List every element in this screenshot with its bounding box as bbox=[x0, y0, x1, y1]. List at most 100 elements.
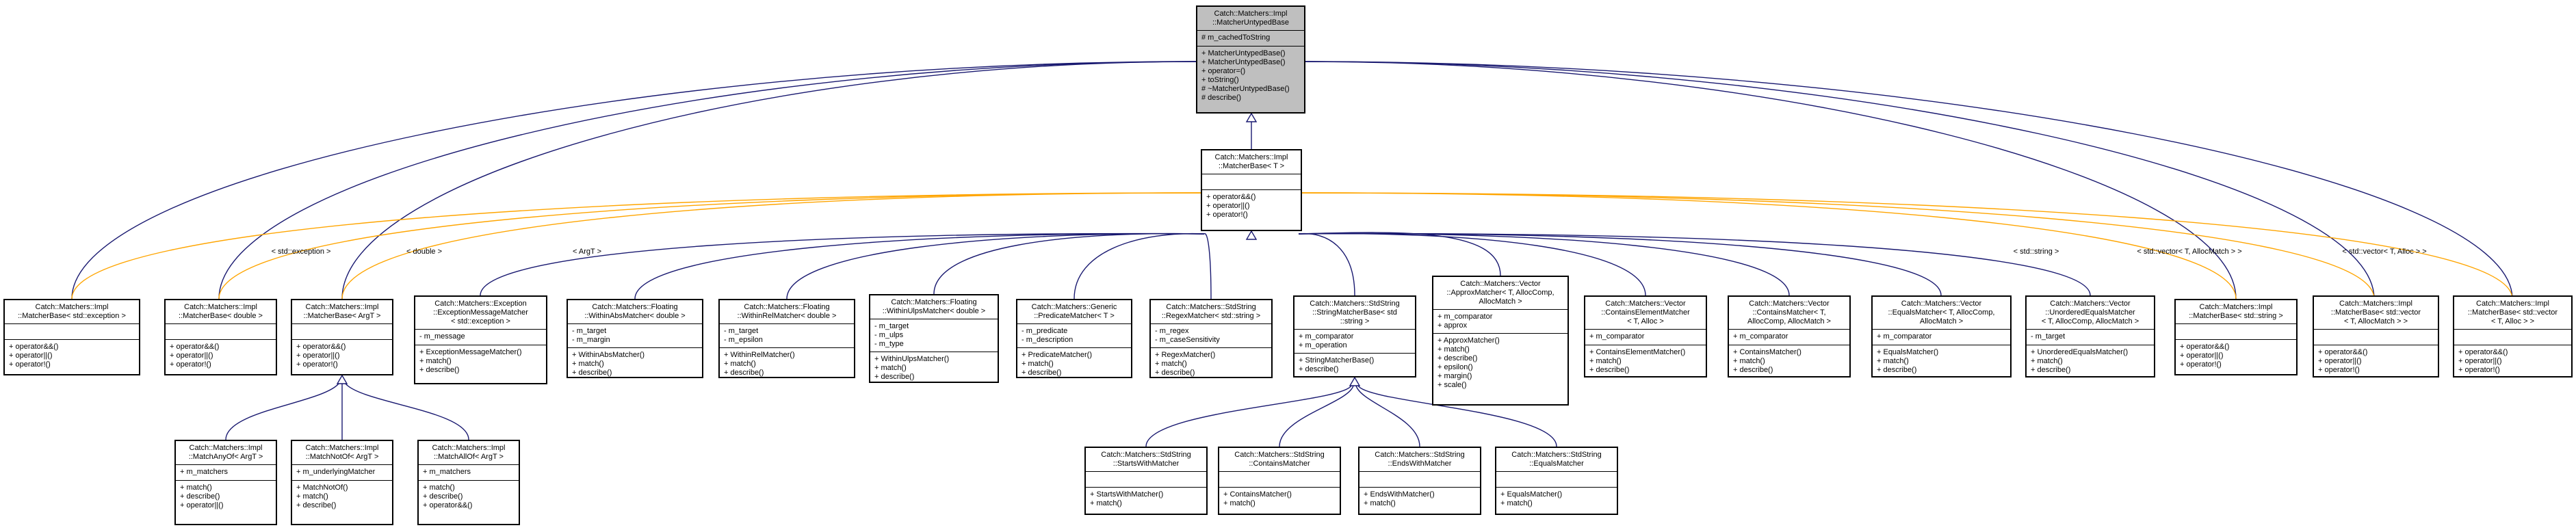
edge-to-base-7 bbox=[1298, 232, 1501, 276]
class-matcher-base-std-string[interactable]: Catch::Matchers::Impl ::MatcherBase< std… bbox=[2174, 299, 2298, 375]
method: + describe() bbox=[1877, 366, 1917, 374]
methods-section: + operator&&() + operator||() + operator… bbox=[2176, 339, 2296, 372]
method: + ContainsMatcher() bbox=[1223, 490, 1292, 499]
edge-to-untyped-4 bbox=[1305, 61, 2375, 300]
method: + operator||() bbox=[9, 352, 53, 360]
class-vector-equals-matcher[interactable]: Catch::Matchers::Vector ::EqualsMatcher<… bbox=[1871, 295, 2012, 377]
methods-section: + match() + describe() + operator||() bbox=[176, 480, 276, 513]
attributes-section bbox=[2454, 329, 2571, 345]
method: + describe() bbox=[419, 366, 460, 374]
class-vector-contains-matcher[interactable]: Catch::Matchers::Vector ::ContainsMatche… bbox=[1728, 295, 1851, 377]
class-within-abs-matcher[interactable]: Catch::Matchers::Floating ::WithinAbsMat… bbox=[567, 299, 703, 378]
class-matcher-base-argt[interactable]: Catch::Matchers::Impl ::MatcherBase< Arg… bbox=[291, 299, 393, 375]
methods-section: + EqualsMatcher() + match() bbox=[1496, 487, 1617, 511]
edge-anyof bbox=[225, 383, 339, 440]
method: + WithinRelMatcher() bbox=[724, 351, 795, 359]
method: + match() bbox=[423, 483, 455, 492]
class-matcher-base-vector-alloc[interactable]: Catch::Matchers::Impl ::MatcherBase< std… bbox=[2453, 295, 2573, 377]
method: + operator!() bbox=[9, 360, 51, 369]
method: + operator!() bbox=[1206, 211, 1248, 219]
class-string-equals-matcher[interactable]: Catch::Matchers::StdString ::EqualsMatch… bbox=[1495, 447, 1618, 515]
edge-to-base-3 bbox=[933, 233, 1205, 295]
methods-section: + WithinAbsMatcher() + match() + describ… bbox=[568, 347, 702, 380]
method: # ~MatcherUntypedBase() bbox=[1201, 85, 1290, 93]
class-title: Catch::Matchers::Impl ::MatchNotOf< ArgT… bbox=[305, 444, 379, 461]
method: + EqualsMatcher() bbox=[1500, 490, 1563, 499]
attributes-section: + m_comparator bbox=[1585, 329, 1706, 345]
method: + operator&&() bbox=[170, 343, 220, 351]
method: + describe() bbox=[1022, 369, 1062, 377]
attribute: - m_target bbox=[724, 327, 759, 335]
edge-to-base-11 bbox=[1298, 233, 2091, 296]
attributes-section: - m_target - m_margin bbox=[568, 323, 702, 347]
attribute: - m_description bbox=[1022, 336, 1074, 344]
method: + epsilon() bbox=[1437, 363, 1473, 371]
method: + describe() bbox=[1155, 369, 1195, 377]
attributes-section: + m_matchers bbox=[176, 464, 276, 480]
method: + WithinUlpsMatcher() bbox=[874, 355, 950, 363]
class-matcher-base-t[interactable]: Catch::Matchers::Impl ::MatcherBase< T >… bbox=[1201, 149, 1302, 231]
edge-to-untyped-3 bbox=[1305, 61, 2237, 300]
class-exception-message-matcher[interactable]: Catch::Matchers::Exception ::ExceptionMe… bbox=[414, 295, 547, 384]
class-matcher-base-double[interactable]: Catch::Matchers::Impl ::MatcherBase< dou… bbox=[164, 299, 277, 375]
class-within-ulps-matcher[interactable]: Catch::Matchers::Floating ::WithinUlpsMa… bbox=[869, 294, 999, 383]
methods-section: + RegexMatcher() + match() + describe() bbox=[1151, 347, 1271, 380]
method: + describe() bbox=[423, 492, 463, 501]
edge-allof bbox=[345, 383, 469, 440]
class-unordered-equals-matcher[interactable]: Catch::Matchers::Vector ::UnorderedEqual… bbox=[2025, 295, 2155, 377]
attributes-section bbox=[292, 323, 392, 339]
class-match-not-of[interactable]: Catch::Matchers::Impl ::MatchNotOf< ArgT… bbox=[291, 440, 393, 525]
method: + operator&&() bbox=[2180, 343, 2230, 351]
edge-to-untyped-0 bbox=[71, 61, 1197, 300]
class-match-all-of[interactable]: Catch::Matchers::Impl ::MatchAllOf< ArgT… bbox=[417, 440, 520, 525]
edge-label-std-exception: < std::exception > bbox=[271, 248, 331, 256]
class-title: Catch::Matchers::StdString ::EndsWithMat… bbox=[1375, 451, 1465, 468]
method: + describe() bbox=[180, 492, 220, 501]
class-within-rel-matcher[interactable]: Catch::Matchers::Floating ::WithinRelMat… bbox=[718, 299, 855, 378]
method: + StartsWithMatcher() bbox=[1090, 490, 1164, 499]
edge-to-base-0 bbox=[480, 233, 1205, 296]
template-edge-2 bbox=[341, 192, 1201, 300]
attribute: - m_target bbox=[572, 327, 607, 335]
class-title: Catch::Matchers::StdString ::EqualsMatch… bbox=[1511, 451, 1602, 468]
class-title: Catch::Matchers::Vector ::EqualsMatcher<… bbox=[1888, 300, 1995, 326]
class-starts-with-matcher[interactable]: Catch::Matchers::StdString ::StartsWithM… bbox=[1084, 447, 1208, 515]
edge-startswith bbox=[1145, 385, 1352, 447]
method: + ContainsMatcher() bbox=[1733, 348, 1801, 356]
method: + operator!() bbox=[2180, 360, 2222, 369]
method: + operator!() bbox=[2318, 366, 2360, 374]
class-approx-matcher[interactable]: Catch::Matchers::Vector ::ApproxMatcher<… bbox=[1432, 276, 1569, 406]
method: + describe() bbox=[1299, 365, 1339, 373]
class-matcher-base-vector-alloc-match[interactable]: Catch::Matchers::Impl ::MatcherBase< std… bbox=[2313, 295, 2439, 377]
method: + operator||() bbox=[296, 352, 340, 360]
method: + scale() bbox=[1437, 381, 1467, 389]
class-contains-element-matcher[interactable]: Catch::Matchers::Vector ::ContainsElemen… bbox=[1584, 295, 1707, 377]
edge-label-vector-alloc: < std::vector< T, Alloc > > bbox=[2342, 248, 2427, 256]
method: + match() bbox=[572, 360, 604, 368]
methods-section: + StartsWithMatcher() + match() bbox=[1086, 487, 1206, 511]
edge-endswith bbox=[1355, 385, 1420, 447]
template-edge-1 bbox=[218, 192, 1201, 300]
attributes-section: - m_regex - m_caseSensitivity bbox=[1151, 323, 1271, 347]
method: + operator!() bbox=[170, 360, 211, 369]
class-string-contains-matcher[interactable]: Catch::Matchers::StdString ::ContainsMat… bbox=[1218, 447, 1341, 515]
class-title: Catch::Matchers::Exception ::ExceptionMe… bbox=[433, 300, 528, 326]
class-matcher-base-std-exception[interactable]: Catch::Matchers::Impl ::MatcherBase< std… bbox=[3, 299, 140, 375]
class-predicate-matcher[interactable]: Catch::Matchers::Generic ::PredicateMatc… bbox=[1016, 299, 1132, 378]
method: + ApproxMatcher() bbox=[1437, 336, 1500, 345]
class-string-matcher-base[interactable]: Catch::Matchers::StdString ::StringMatch… bbox=[1293, 295, 1416, 377]
edge-to-base-10 bbox=[1298, 233, 1942, 296]
attribute: + m_comparator bbox=[1299, 332, 1354, 341]
methods-section: + operator&&() + operator||() + operator… bbox=[5, 339, 139, 372]
class-matcher-untyped-base[interactable]: Catch::Matchers::Impl ::MatcherUntypedBa… bbox=[1196, 5, 1305, 114]
edge-scontains bbox=[1279, 385, 1354, 447]
method: + margin() bbox=[1437, 372, 1472, 380]
edge-sequals bbox=[1357, 385, 1557, 447]
class-ends-with-matcher[interactable]: Catch::Matchers::StdString ::EndsWithMat… bbox=[1358, 447, 1481, 515]
class-match-any-of[interactable]: Catch::Matchers::Impl ::MatchAnyOf< ArgT… bbox=[174, 440, 277, 525]
class-regex-matcher[interactable]: Catch::Matchers::StdString ::RegexMatche… bbox=[1149, 299, 1273, 378]
class-title: Catch::Matchers::Impl ::MatcherBase< Arg… bbox=[303, 303, 381, 320]
method: + MatcherUntypedBase() bbox=[1201, 49, 1286, 57]
method: + MatchNotOf() bbox=[296, 483, 348, 492]
